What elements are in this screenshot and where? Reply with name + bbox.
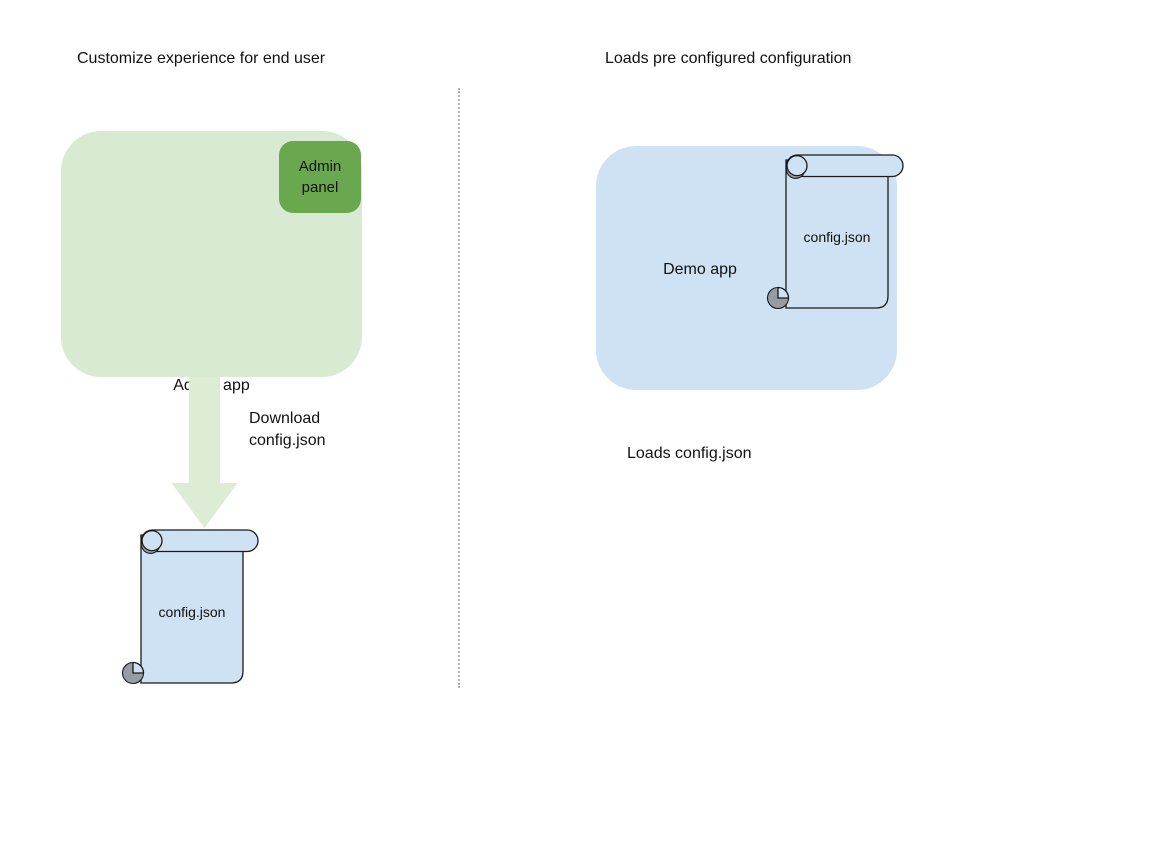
scroll-top-curl-shade (785, 165, 805, 179)
scroll-bottom-curl-notch (132, 661, 145, 674)
config-json-file-left: config.json (120, 527, 260, 689)
config-json-label: config.json (158, 604, 226, 620)
admin-panel-badge: Admin panel (279, 141, 361, 213)
config-json-file-right: config.json (765, 152, 905, 314)
left-section-title: Customize experience for end user (77, 50, 326, 67)
scroll-top-curl-shade (140, 540, 160, 554)
loads-config-caption: Loads config.json (627, 445, 752, 462)
download-arrow-icon (171, 377, 238, 528)
config-json-label: config.json (803, 229, 871, 245)
admin-app-box: Admin app Admin panel (61, 131, 362, 394)
scroll-bottom-curl-notch (777, 286, 790, 299)
dotted-divider (458, 88, 460, 688)
scroll-shape-icon (766, 154, 904, 310)
scroll-body (140, 534, 244, 684)
demo-app-label: Demo app (663, 261, 737, 278)
download-arrow-label: Download config.json (249, 410, 326, 449)
scroll-shape-icon (121, 529, 259, 685)
arrow-shape (171, 377, 238, 528)
right-section-title: Loads pre configured configuration (605, 50, 852, 67)
scroll-body (785, 159, 889, 309)
